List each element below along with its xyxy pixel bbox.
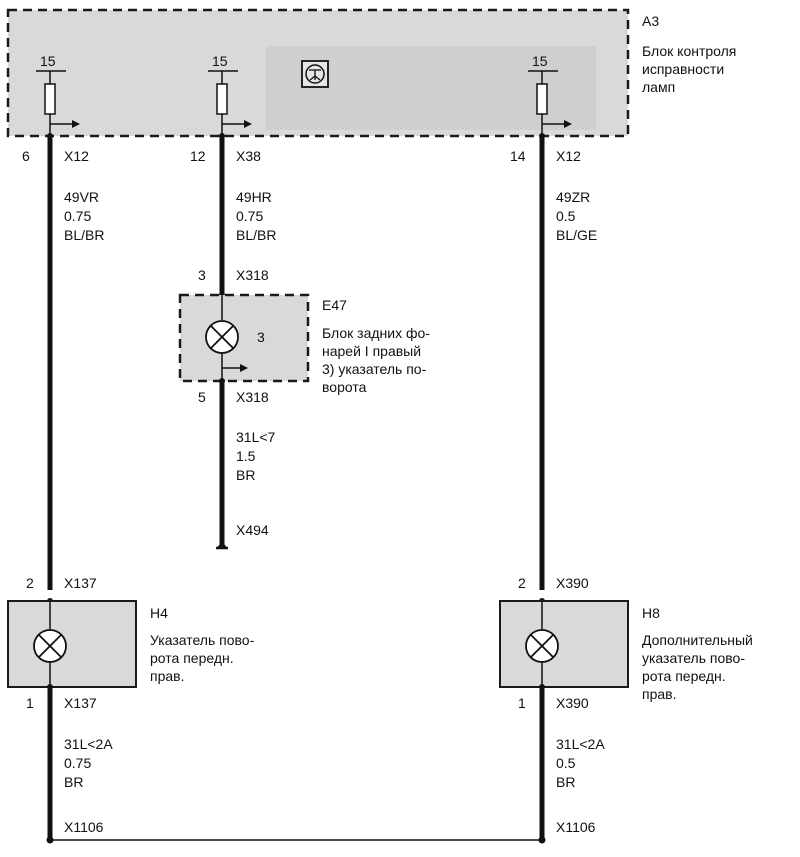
- wire3-code: 49ZR: [556, 189, 590, 205]
- h4-desc-line3: прав.: [150, 668, 184, 684]
- warning-lamp-symbol-icon: [301, 60, 329, 88]
- h8-conn-out: X390: [556, 695, 589, 711]
- a3-pin15-label-3: 15: [532, 53, 548, 69]
- e47-out-code: 31L<7: [236, 429, 276, 445]
- h8-desc-line4: прав.: [642, 686, 676, 702]
- h8-conn-in: X390: [556, 575, 589, 591]
- a3-resistor-2: [216, 83, 228, 115]
- wire1-color: BL/BR: [64, 227, 104, 243]
- e47-desc-line1: Блок задних фо-: [322, 325, 430, 341]
- wire3-size: 0.5: [556, 208, 576, 224]
- e47-pin-in: 3: [198, 267, 206, 283]
- wire2-size: 0.75: [236, 208, 263, 224]
- wire2-color: BL/BR: [236, 227, 276, 243]
- h8-id: H8: [642, 605, 660, 621]
- h4-lamp-icon: [33, 629, 67, 663]
- a3-id: A3: [642, 13, 659, 29]
- e47-id: E47: [322, 297, 347, 313]
- a3-desc-line1: Блок контроля: [642, 43, 736, 59]
- wire2-connector: X38: [236, 148, 261, 164]
- h8-box: [499, 600, 629, 688]
- e47-pin-out: 5: [198, 389, 206, 405]
- h8-pin-out: 1: [518, 695, 526, 711]
- h4-pin-in: 2: [26, 575, 34, 591]
- a3-channel-2: 15: [208, 53, 252, 139]
- a3-pin15-label-1: 15: [40, 53, 56, 69]
- a3-desc-line3: ламп: [642, 79, 675, 95]
- h4-desc-line1: Указатель пово-: [150, 632, 255, 648]
- h4-box: [7, 600, 137, 688]
- e47-lamp-icon: [205, 320, 239, 354]
- h8-out-color: BR: [556, 774, 575, 790]
- h8-ground-label: X1106: [556, 819, 596, 835]
- h4-out-color: BR: [64, 774, 83, 790]
- h4-pin-out: 1: [26, 695, 34, 711]
- e47-out-color: BR: [236, 467, 255, 483]
- h4-conn-in: X137: [64, 575, 97, 591]
- wire2-pin: 12: [190, 148, 206, 164]
- h8-pin-in: 2: [518, 575, 526, 591]
- h8-out-size: 0.5: [556, 755, 576, 771]
- h8-desc-line2: указатель пово-: [642, 650, 745, 666]
- h4-ground-label: X1106: [64, 819, 104, 835]
- e47-desc-line4: ворота: [322, 379, 367, 395]
- a3-channel-3: 15: [528, 53, 572, 139]
- a3-desc-line2: исправности: [642, 61, 724, 77]
- e47-conn-in: X318: [236, 267, 269, 283]
- h4-out-size: 0.75: [64, 755, 91, 771]
- h8-desc-line3: рота передн.: [642, 668, 726, 684]
- wire3-pin: 14: [510, 148, 526, 164]
- e47-desc-line2: нарей I правый: [322, 343, 421, 359]
- h4-conn-out: X137: [64, 695, 97, 711]
- h4-desc-line2: рота передн.: [150, 650, 234, 666]
- wire3-connector: X12: [556, 148, 581, 164]
- h4-out-code: 31L<2A: [64, 736, 113, 752]
- h8-desc-line1: Дополнительный: [642, 632, 753, 648]
- e47-desc-line3: 3) указатель по-: [322, 361, 427, 377]
- wire3-color: BL/GE: [556, 227, 597, 243]
- e47-ground-label: X494: [236, 522, 269, 538]
- wire2-code: 49HR: [236, 189, 272, 205]
- h4-id: H4: [150, 605, 168, 621]
- wire1-pin: 6: [22, 148, 30, 164]
- e47-out-size: 1.5: [236, 448, 256, 464]
- h8-lamp-icon: [525, 629, 559, 663]
- e47-conn-out: X318: [236, 389, 269, 405]
- wire1-connector: X12: [64, 148, 89, 164]
- wire1-size: 0.75: [64, 208, 91, 224]
- a3-resistor-1: [44, 83, 56, 115]
- a3-pin15-label-2: 15: [212, 53, 228, 69]
- e47-ground-icon: [216, 543, 228, 550]
- wire1-code: 49VR: [64, 189, 99, 205]
- a3-resistor-3: [536, 83, 548, 115]
- h8-out-code: 31L<2A: [556, 736, 605, 752]
- e47-lamp-label: 3: [257, 329, 265, 345]
